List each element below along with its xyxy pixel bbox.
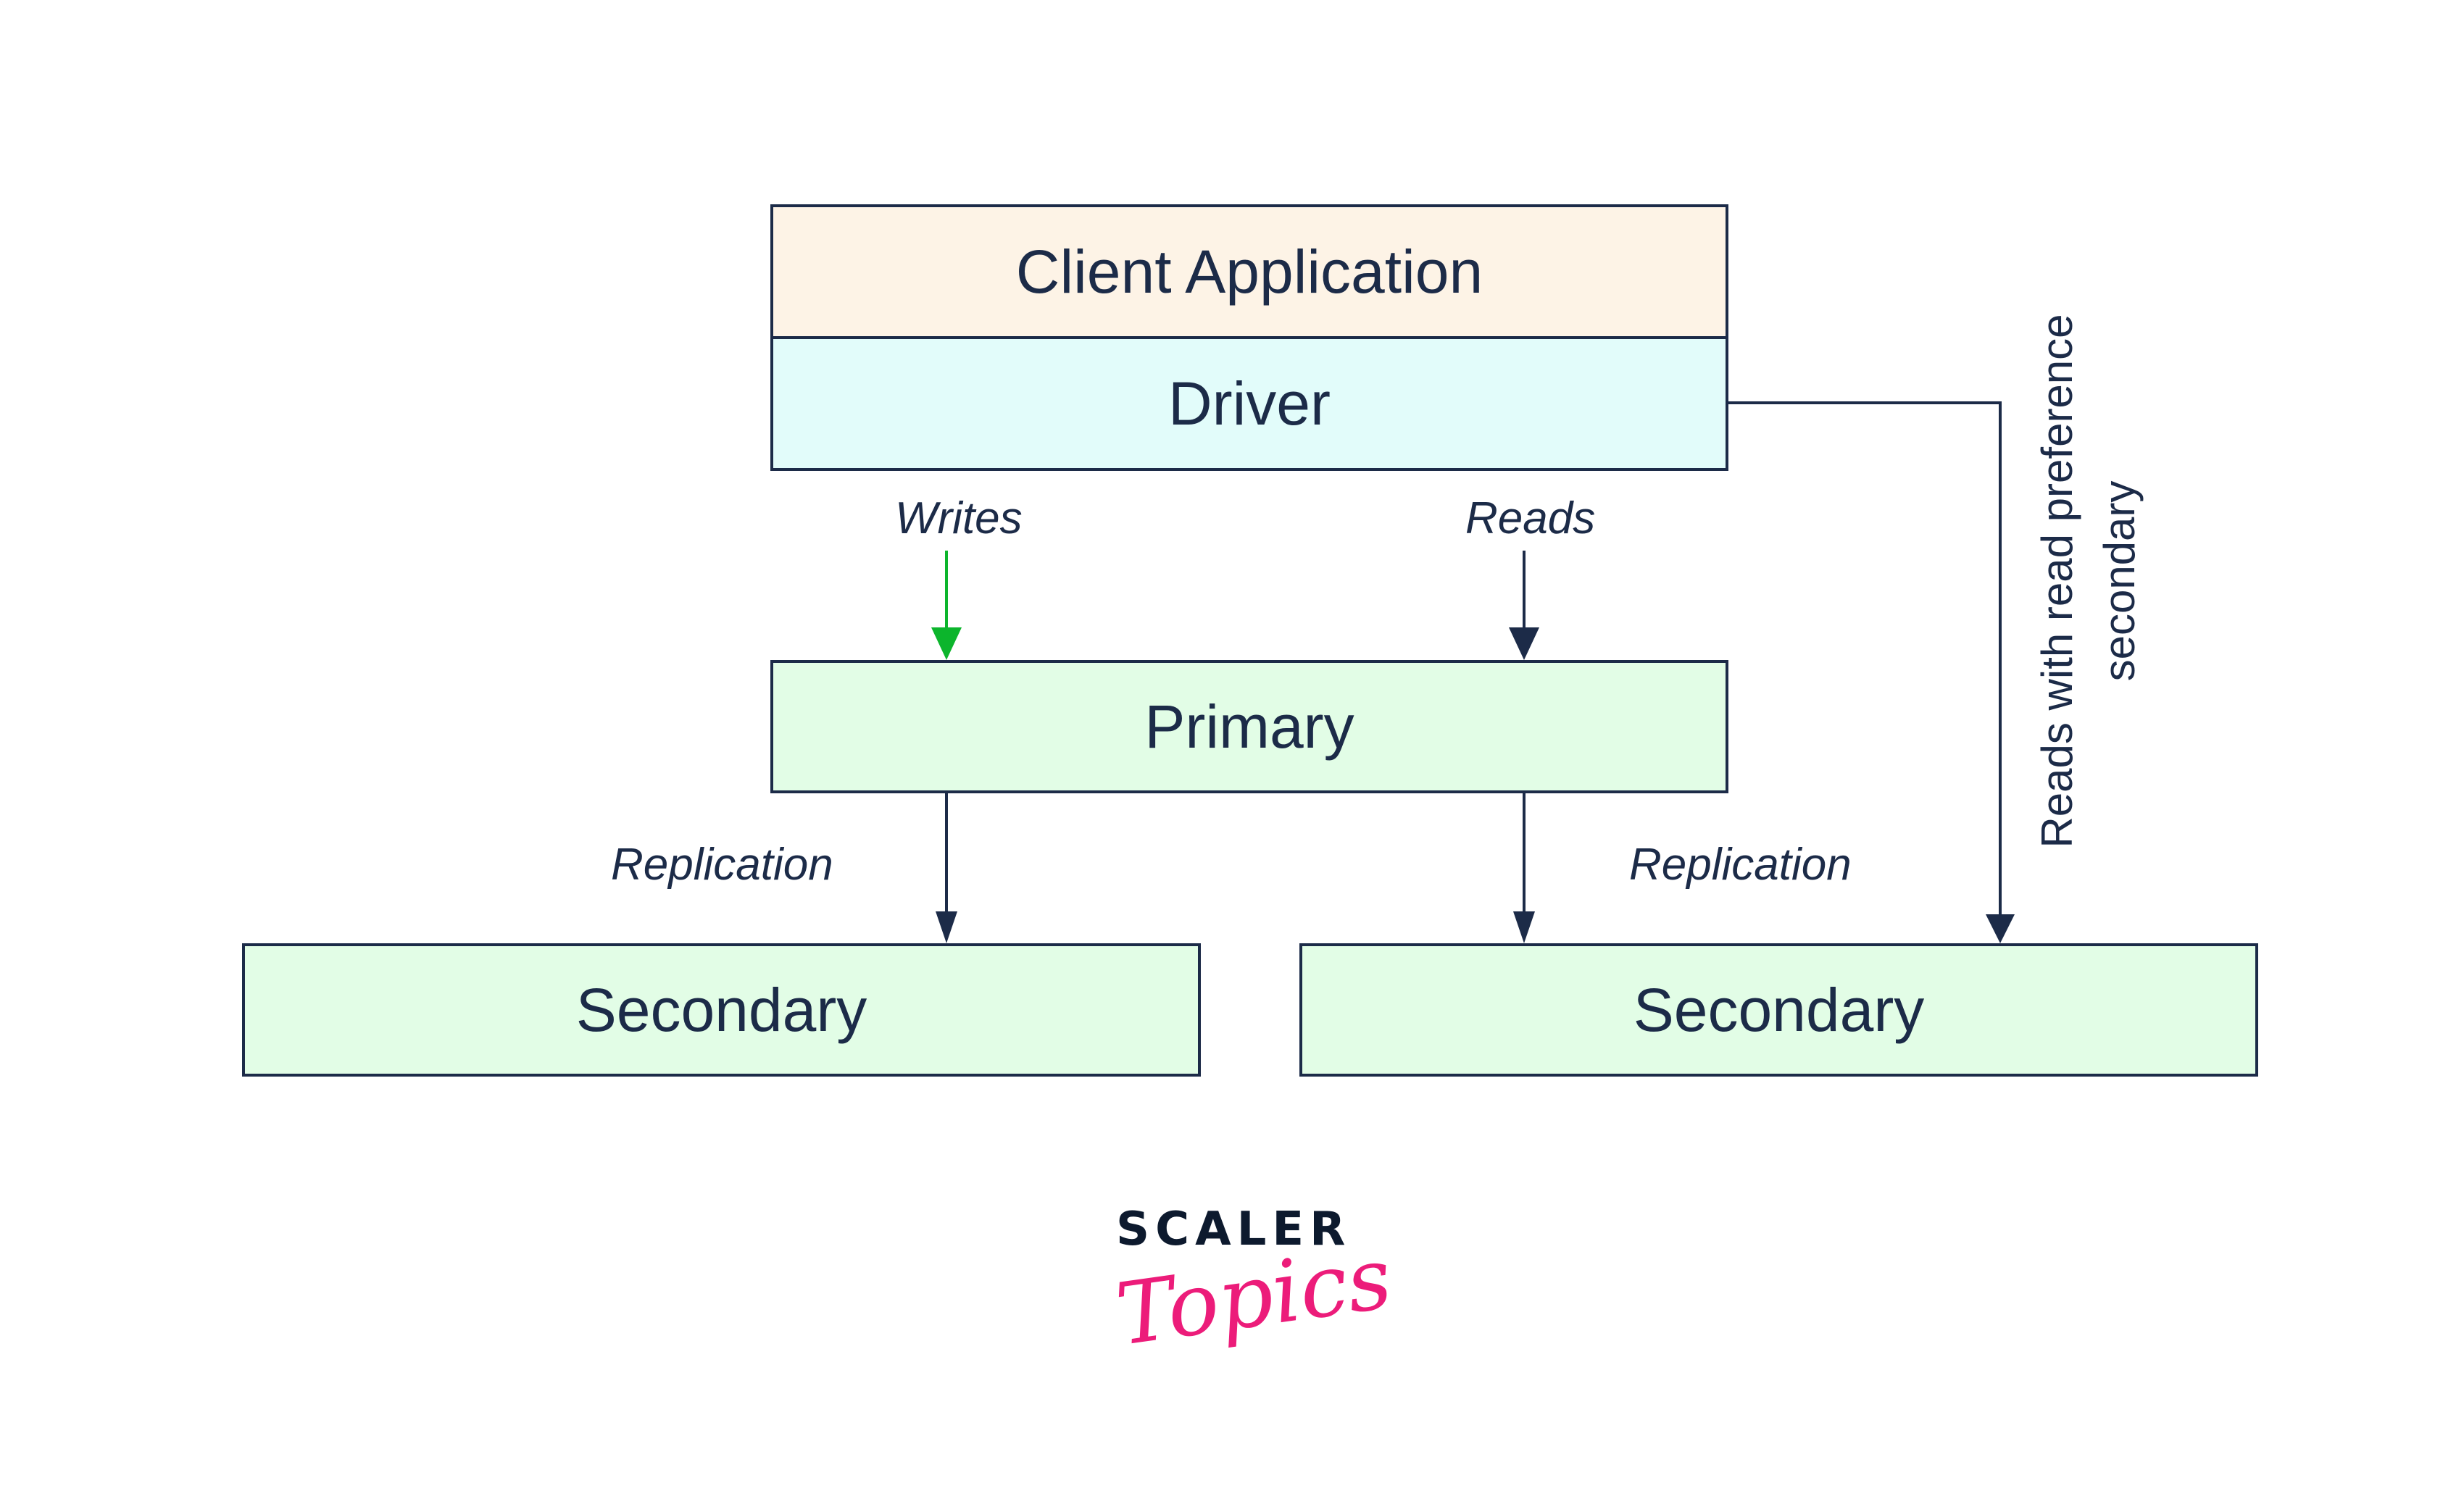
reads-arrowhead — [1509, 627, 1539, 660]
scaler-topics-logo: SCALER Topics — [1110, 1203, 1397, 1365]
replication-left-arrowhead — [936, 911, 957, 943]
writes-label: Writes — [895, 493, 1023, 543]
replication-left-label: Replication — [611, 840, 833, 890]
secondary-reads-arrowhead — [1986, 914, 2015, 943]
writes-arrowhead — [931, 627, 962, 660]
driver-box: Driver — [770, 336, 1728, 471]
reads-label: Reads — [1465, 493, 1596, 543]
secondary-right-box: Secondary — [1299, 943, 2258, 1077]
client-application-label: Client Application — [1015, 237, 1483, 306]
driver-label: Driver — [1168, 369, 1331, 438]
logo-scaler-text: SCALER — [1116, 1203, 1352, 1256]
replication-right-label: Replication — [1629, 840, 1852, 890]
client-application-box: Client Application — [770, 204, 1728, 339]
secondary-reads-label-line1: Reads with read preference — [2033, 314, 2081, 848]
secondary-reads-line — [1728, 401, 2002, 922]
primary-label: Primary — [1144, 692, 1354, 761]
secondary-reads-label: Reads with read preference secondary — [2026, 277, 2151, 885]
secondary-left-label: Secondary — [575, 975, 867, 1044]
secondary-right-label: Secondary — [1633, 975, 1925, 1044]
secondary-left-box: Secondary — [242, 943, 1201, 1077]
secondary-reads-label-line2: secondary — [2095, 480, 2144, 682]
primary-box: Primary — [770, 660, 1728, 793]
replication-right-arrowhead — [1513, 911, 1535, 943]
